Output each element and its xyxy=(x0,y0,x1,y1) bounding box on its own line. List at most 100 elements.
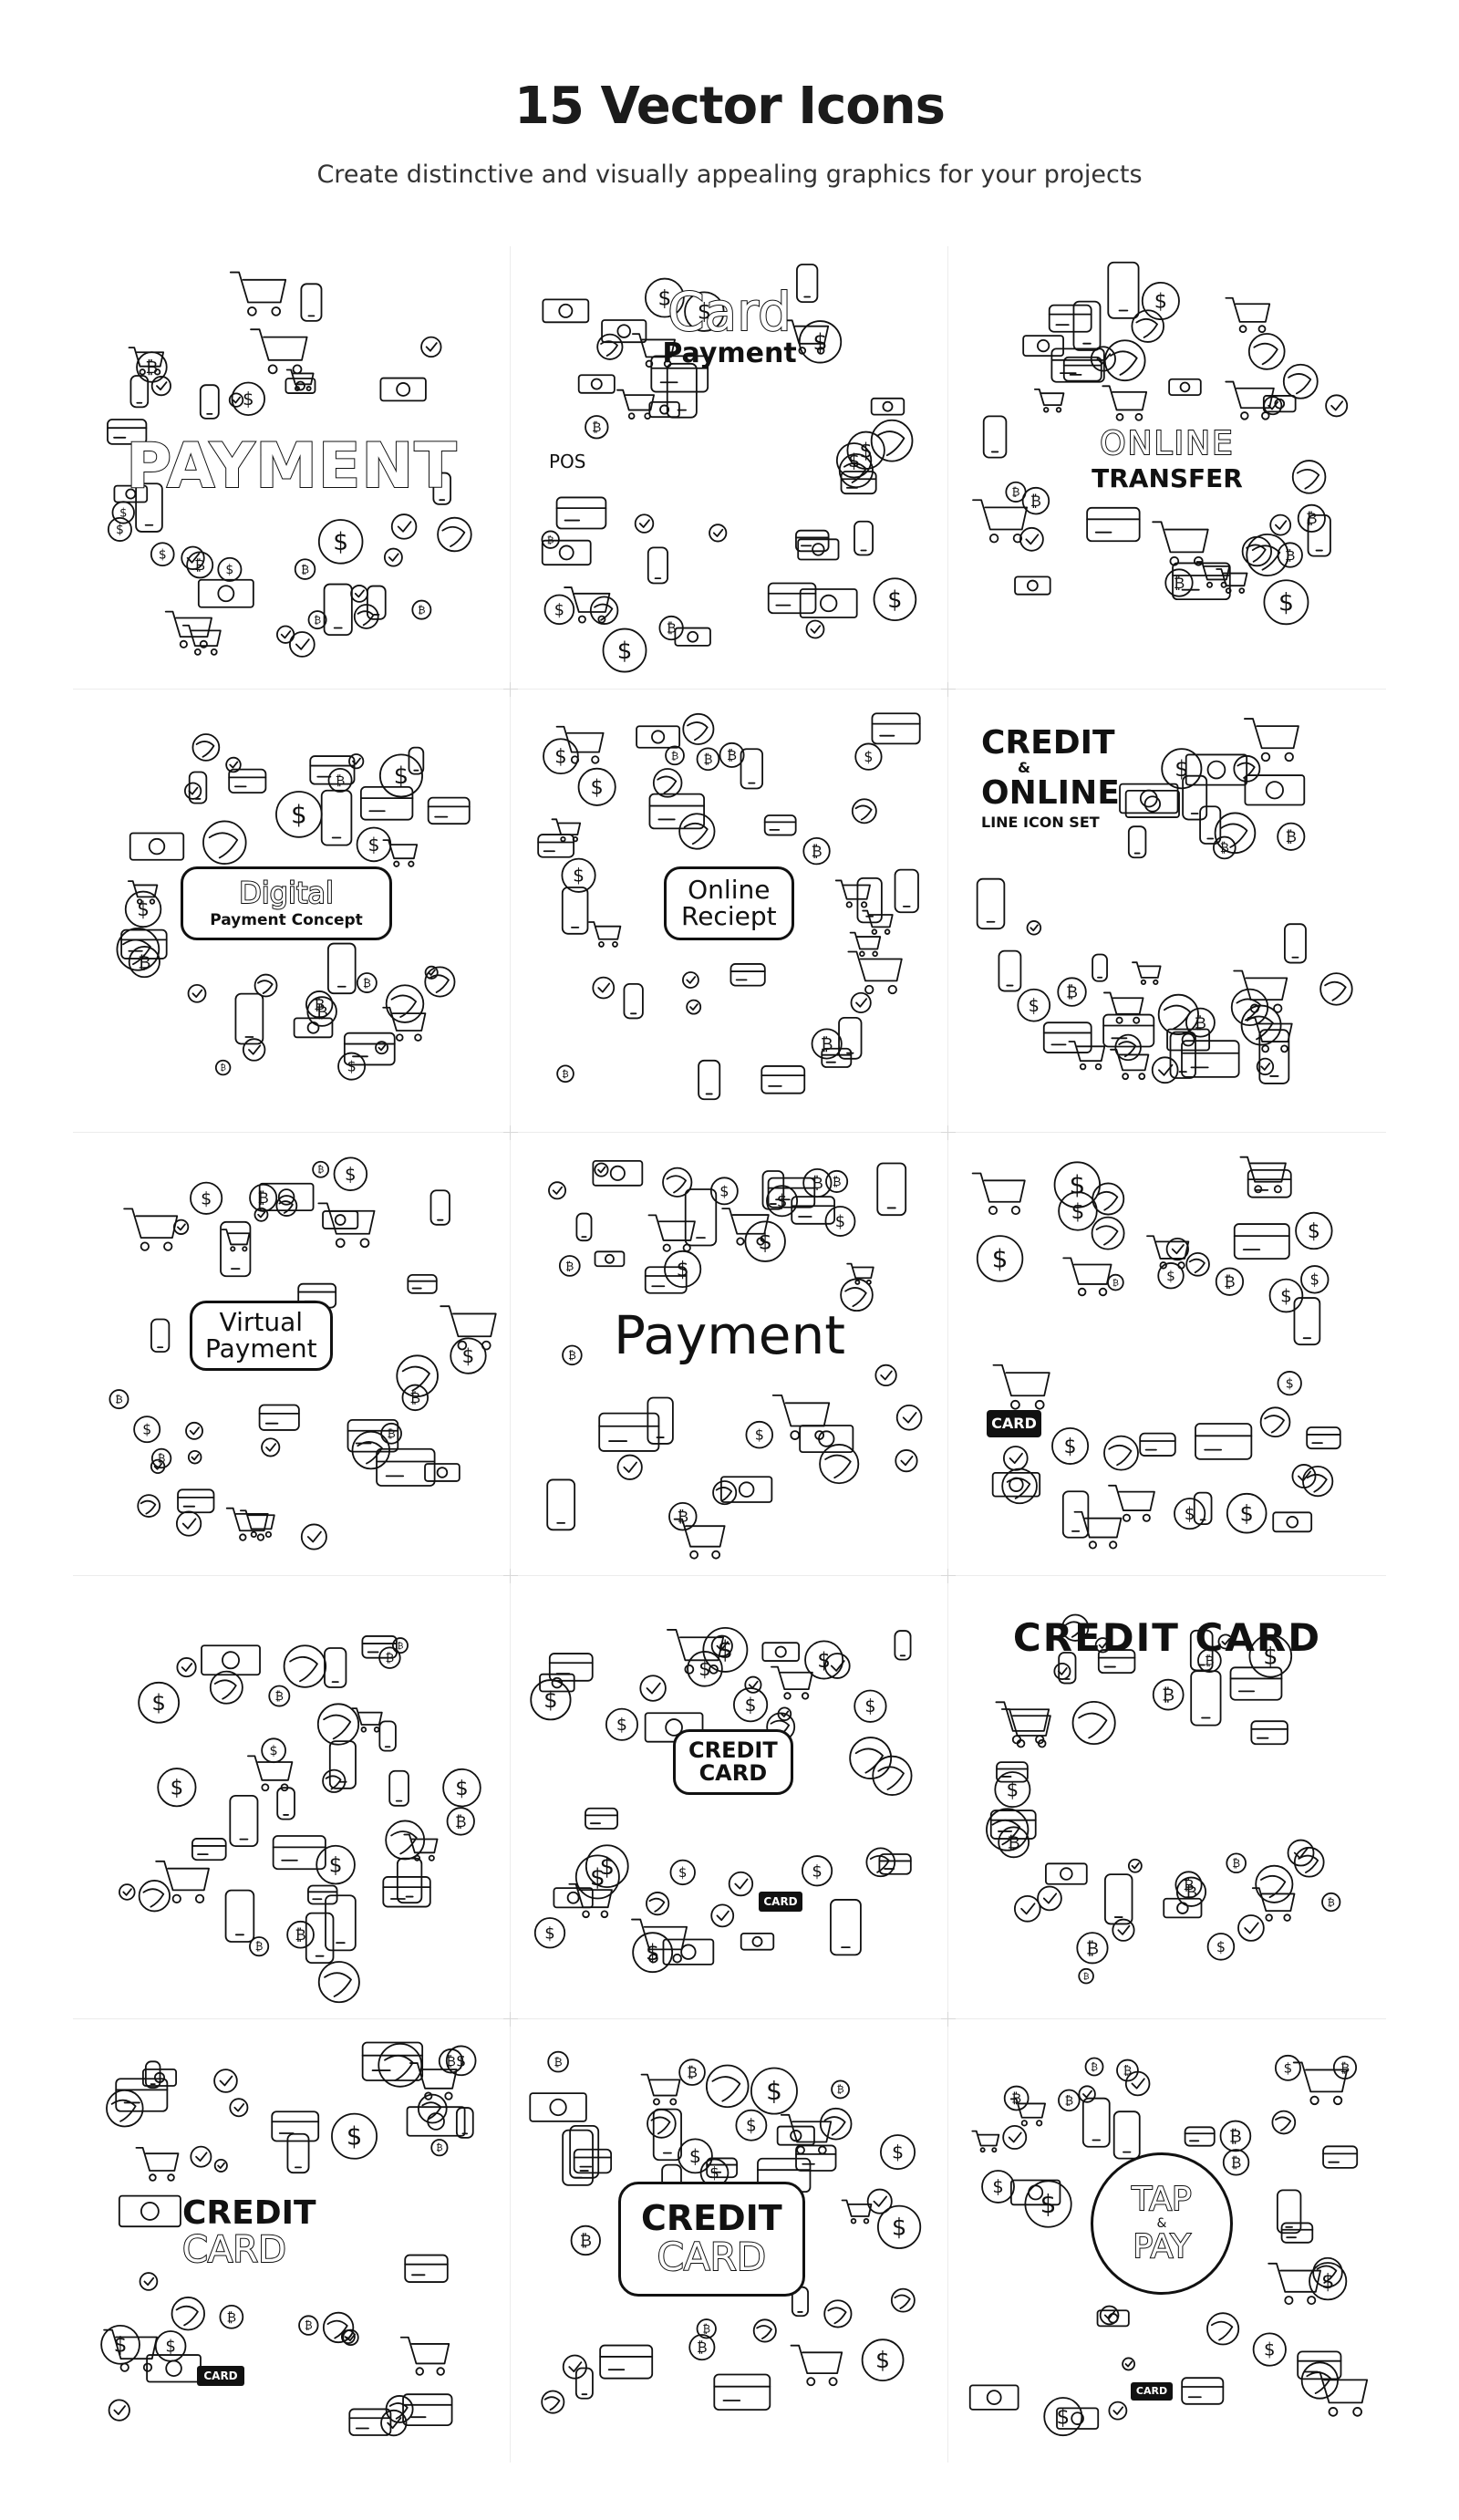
card-badge: CARD xyxy=(1131,2382,1173,2401)
phone-icon xyxy=(666,362,698,419)
tile-digital-payment[interactable]: $$$₿₿₿₿₿₿$$ Digital Payment Concept xyxy=(73,690,511,1133)
tile-online-reciept[interactable]: ₿₿₿₿₿$$$₿$ Online Reciept xyxy=(511,690,948,1133)
card-badge: CARD xyxy=(987,1410,1041,1437)
doodle-icons: $₿$₿₿₿$$ xyxy=(100,2041,477,2437)
check-icon xyxy=(350,585,368,603)
tile-payment-square[interactable]: ₿₿$$₿$₿$$$₿ Payment xyxy=(511,1133,948,1576)
tile-tap-pay[interactable]: ₿₿$₿₿$₿$₿$₿$$ TAP & PAY CARD xyxy=(948,2019,1386,2463)
check-icon xyxy=(682,971,699,989)
globe-icon xyxy=(678,813,716,850)
cart-icon xyxy=(1068,1041,1106,1071)
phone-icon xyxy=(326,942,357,995)
phone-icon xyxy=(561,887,589,935)
bitcoin-icon: ₿ xyxy=(219,2304,244,2329)
svg-text:$: $ xyxy=(992,1244,1009,1273)
bitcoin-icon: ₿ xyxy=(1277,822,1306,851)
check-icon xyxy=(288,631,316,658)
tile-credit-online[interactable]: $₿₿₿$₿ CREDIT & ONLINE LINE ICON SET xyxy=(948,690,1386,1133)
bitcoin-icon: ₿ xyxy=(128,946,160,979)
card-icon xyxy=(763,814,797,836)
globe-icon xyxy=(823,2299,853,2328)
tile-icon-circle[interactable]: ₿₿₿$$₿₿$$₿$ xyxy=(73,1576,511,2019)
check-icon xyxy=(1237,1914,1265,1942)
svg-text:₿: ₿ xyxy=(1086,1938,1099,1958)
bill-icon xyxy=(662,1938,715,1965)
phone-icon xyxy=(328,1740,357,1789)
card-icon xyxy=(309,755,356,785)
phone-icon xyxy=(276,1787,295,1820)
tile-online-transfer[interactable]: ₿₿₿₿₿$$ ONLINE TRANSFER xyxy=(948,246,1386,690)
svg-text:$: $ xyxy=(1154,290,1167,314)
check-icon xyxy=(213,2158,228,2173)
grid-cross-mark xyxy=(941,682,956,697)
cart-icon xyxy=(834,879,871,908)
bill-icon xyxy=(201,1644,261,1676)
svg-text:₿: ₿ xyxy=(398,1641,404,1651)
bitcoin-icon: ₿ xyxy=(1057,977,1087,1007)
globe-icon xyxy=(1240,1004,1282,1046)
globe-icon xyxy=(116,927,160,971)
cart-icon xyxy=(771,1395,831,1440)
svg-text:$: $ xyxy=(345,1164,357,1185)
globe-icon xyxy=(652,768,683,798)
phone-icon xyxy=(838,1017,863,1060)
coin-icon: $ xyxy=(677,2138,713,2174)
check-icon xyxy=(225,756,242,773)
tile-credit-card-outline[interactable]: $₿$₿₿₿$$ CREDIT CARD CARD xyxy=(73,2019,511,2463)
cart-icon xyxy=(164,610,212,648)
bitcoin-icon: ₿ xyxy=(1321,1892,1341,1913)
check-icon xyxy=(616,1454,643,1480)
bitcoin-icon: ₿ xyxy=(312,1160,330,1178)
svg-text:₿: ₿ xyxy=(194,556,205,574)
svg-text:$: $ xyxy=(165,2338,176,2357)
bitcoin-icon: ₿ xyxy=(998,1826,1030,1859)
tile-card-payment[interactable]: ₿$$$$$$$₿$₿ Card Payment POS xyxy=(511,246,948,690)
svg-text:$: $ xyxy=(151,1689,166,1716)
phone-icon xyxy=(1104,1873,1133,1925)
svg-text:₿: ₿ xyxy=(1083,1972,1090,1982)
check-icon xyxy=(176,1657,197,1678)
svg-text:$: $ xyxy=(1029,995,1040,1016)
svg-text:$: $ xyxy=(758,1229,771,1254)
bill-icon xyxy=(601,319,647,344)
bitcoin-icon: ₿ xyxy=(688,2334,716,2361)
tile-credit-card-box[interactable]: $₿$$$₿₿₿₿$$$₿ CREDIT CARD xyxy=(511,2019,948,2463)
tile-payment-circle[interactable]: $$$₿₿₿$₿₿$$ PAYMENT xyxy=(73,246,511,690)
check-icon xyxy=(1165,1237,1189,1261)
bill-icon xyxy=(1022,335,1064,357)
svg-text:₿: ₿ xyxy=(115,1393,122,1405)
svg-text:₿: ₿ xyxy=(1174,575,1185,592)
svg-text:₿: ₿ xyxy=(336,773,346,788)
globe-icon xyxy=(1282,363,1319,399)
bill-icon xyxy=(740,1933,775,1951)
globe-icon xyxy=(191,733,221,762)
phone-icon xyxy=(320,789,353,846)
globe-icon xyxy=(424,966,456,998)
coin-icon: $ xyxy=(1024,2180,1072,2228)
bill-icon xyxy=(674,627,711,647)
svg-text:$: $ xyxy=(591,775,604,799)
svg-text:₿: ₿ xyxy=(678,1508,688,1526)
globe-icon xyxy=(1131,309,1164,343)
svg-text:₿: ₿ xyxy=(305,2319,313,2332)
coin-icon: $ xyxy=(750,2067,798,2115)
check-icon xyxy=(139,2272,159,2291)
cart-icon xyxy=(351,1707,383,1733)
tile-credit-card-center[interactable]: $$$$$$$$$$$$$ CREDIT CARD CARD xyxy=(511,1576,948,2019)
tile-card-icons[interactable]: $₿$$$$$₿$$$$$ CARD xyxy=(948,1133,1386,1576)
tile-virtual-payment[interactable]: ₿₿$₿$$₿₿$₿ Virtual Payment xyxy=(73,1133,511,1576)
svg-text:₿: ₿ xyxy=(1328,1896,1335,1908)
globe-icon xyxy=(1157,993,1199,1035)
coin-icon: $ xyxy=(1268,1278,1304,1313)
bitcoin-icon: ₿ xyxy=(268,1685,291,1707)
coin-icon: $ xyxy=(981,2170,1015,2204)
cart-icon xyxy=(225,1507,269,1541)
svg-text:₿: ₿ xyxy=(1112,1278,1119,1288)
coin-icon: $ xyxy=(337,1052,367,1081)
card-icon xyxy=(177,1488,215,1514)
svg-text:$: $ xyxy=(1310,1270,1319,1288)
card-icon xyxy=(1184,2126,1216,2147)
cart-icon xyxy=(992,1364,1050,1410)
bitcoin-icon: ₿ xyxy=(401,1384,429,1412)
tile-credit-card-arc[interactable]: ₿₿₿$₿₿₿₿₿₿$$ CREDIT CARD xyxy=(948,1576,1386,2019)
